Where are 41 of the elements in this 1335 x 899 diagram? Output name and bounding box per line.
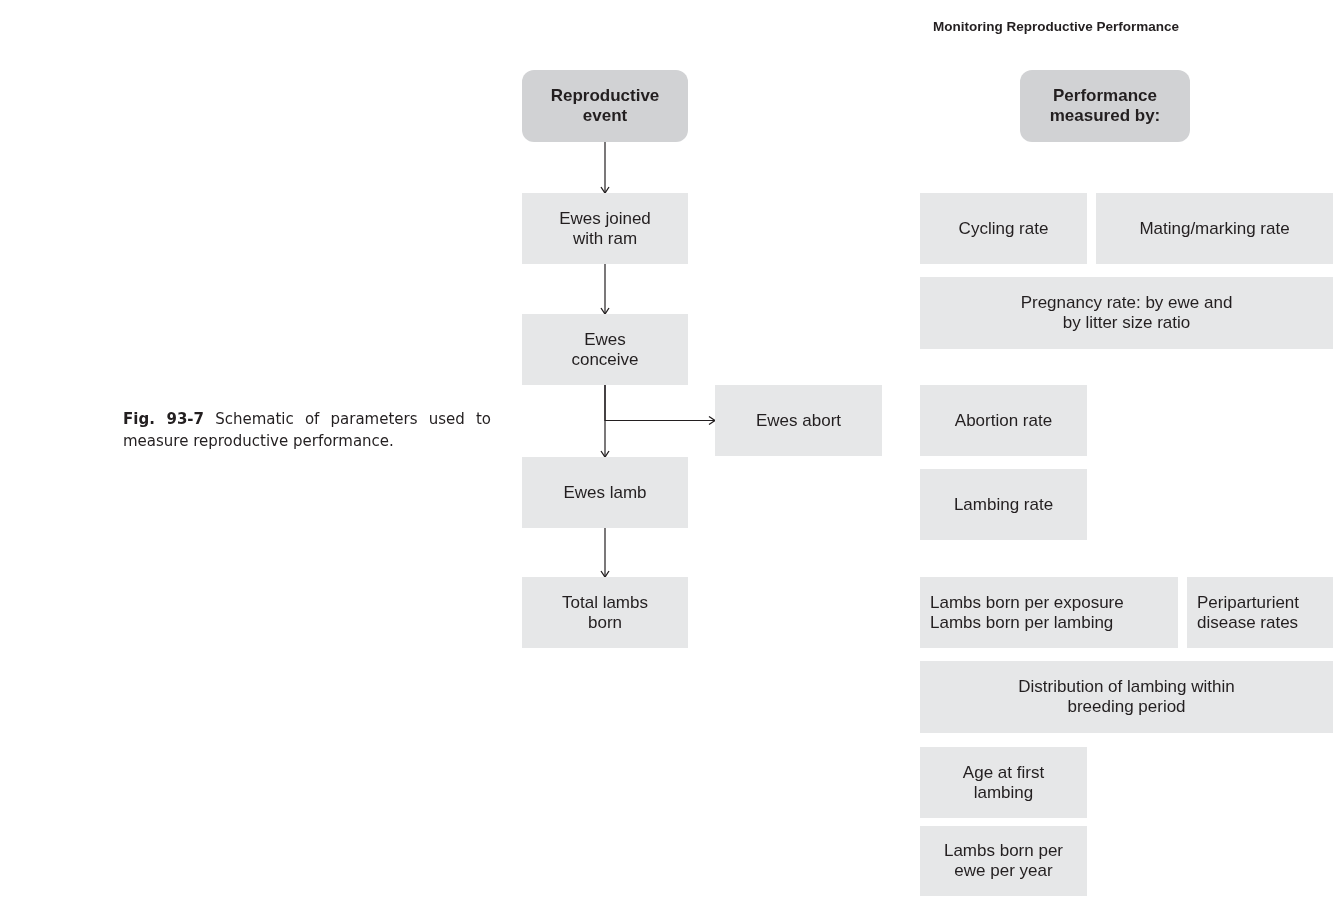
box-text: Age at first lambing [961, 762, 1046, 803]
arrow [600, 263, 610, 315]
arrow [600, 141, 610, 194]
box-text: Abortion rate [954, 410, 1053, 431]
process-box [920, 469, 1087, 540]
arrow [604, 384, 716, 426]
process-box [715, 385, 882, 456]
header-text: Performance measured by: [1048, 86, 1162, 126]
process-box [920, 661, 1333, 733]
process-box [920, 747, 1087, 818]
box-text: Lambs born per ewe per year [943, 841, 1064, 881]
process-box [522, 193, 688, 264]
box-text: Cycling rate [958, 218, 1049, 239]
process-box [920, 826, 1087, 896]
process-box [1096, 193, 1333, 264]
box-text: Ewes joined with ram [558, 208, 652, 249]
figure-caption: Fig. 93-7 Schematic of parameters used to measure reproductive performance. [123, 409, 491, 452]
box-text: Periparturient disease rates [1197, 592, 1301, 633]
process-box [920, 385, 1087, 456]
process-box [522, 457, 688, 528]
header-box [522, 70, 688, 142]
arrow [600, 527, 610, 578]
box-text: Lambs born per exposure [930, 592, 1124, 613]
process-box [522, 577, 688, 648]
process-box [920, 577, 1178, 648]
box-text: Total lambs born [561, 592, 649, 633]
header-box [1020, 70, 1190, 142]
box-text: Ewes lamb [563, 482, 647, 503]
box-text: Lambs born per lambing [930, 612, 1114, 633]
box-text: Distribution of lambing within breeding period [1017, 677, 1236, 717]
box-text: Ewes conceive [570, 329, 640, 370]
box-text: Pregnancy rate: by ewe and by litter size ratio [1019, 293, 1234, 333]
process-box [920, 193, 1087, 264]
box-text: Lambing rate [953, 494, 1054, 515]
process-box [522, 314, 688, 385]
process-box [1187, 577, 1333, 648]
diagram-title: Monitoring Reproductive Performance [933, 19, 1180, 34]
header-text: Reproductive event [549, 86, 661, 126]
box-text: Ewes abort [755, 410, 841, 431]
process-box [920, 277, 1333, 349]
box-text: Mating/marking rate [1139, 218, 1290, 239]
